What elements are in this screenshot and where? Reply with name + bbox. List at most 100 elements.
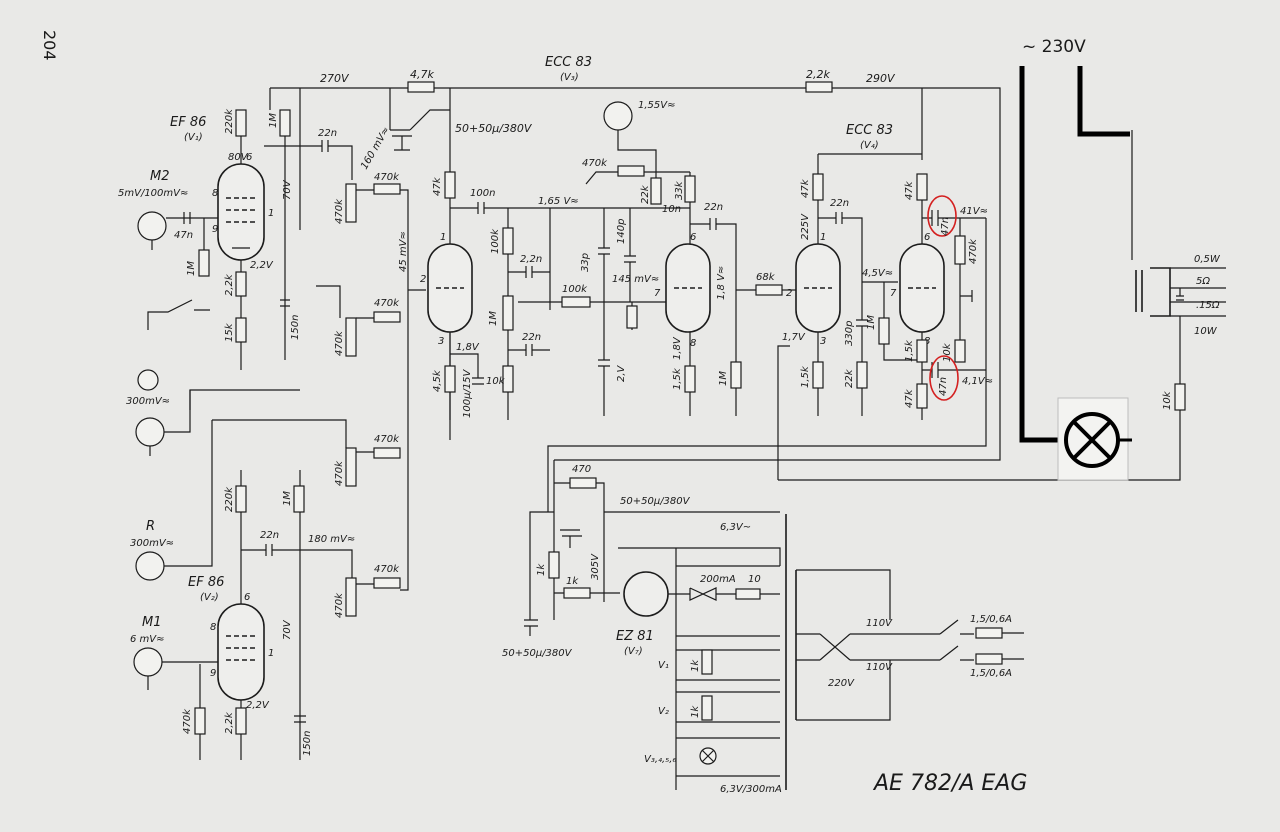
- label-45v: 4,5V≈: [862, 268, 893, 279]
- pin-8b: 8: [690, 338, 696, 349]
- label-6v3: 6,3V~: [720, 522, 751, 533]
- pin-6c: 6: [924, 232, 930, 243]
- resistor-1k5-b: [812, 361, 824, 389]
- pin-6b: 6: [690, 232, 696, 243]
- label-1m-a: 1M: [268, 113, 279, 128]
- label-305v: 305V: [590, 553, 601, 580]
- label-fuse-2: 1,5/0,6A: [970, 668, 1012, 679]
- label-22n-d: 22n: [704, 202, 723, 213]
- label-80v: 80V: [228, 152, 249, 163]
- pot-470k-c: [345, 447, 357, 487]
- label-470k-e: 470k: [968, 238, 979, 264]
- label-1m-b: 1M: [186, 261, 197, 276]
- pot-470k-d: [345, 577, 357, 617]
- label-150n-a: 150n: [290, 315, 301, 340]
- resistor-68k: [755, 284, 783, 296]
- label-47k-a: 47k: [432, 176, 443, 196]
- tube-v2: [217, 603, 265, 701]
- resistor-470k-e: [954, 235, 966, 265]
- label-70v-a: 70V: [282, 179, 293, 200]
- resistor-470: [569, 477, 597, 489]
- label-1k-b: 1k: [566, 576, 579, 587]
- heater-v2: V₂: [658, 706, 669, 717]
- label-145mv: 145 mV≈: [612, 274, 659, 285]
- pin-9a: 9: [212, 224, 218, 235]
- label-1k5-a: 1,5k: [672, 367, 683, 390]
- label-1v8-b: 1,8 V≈: [716, 266, 727, 300]
- label-100n: 100n: [470, 188, 495, 199]
- label-470k-f: 470k: [182, 708, 193, 734]
- label-pot-470k-c: 470k: [334, 460, 345, 486]
- label-pot-470k-a: 470k: [334, 198, 345, 224]
- tube-v7-type: EZ 81: [616, 629, 654, 644]
- label-2v: 2,V: [616, 364, 627, 382]
- label-470k-c: 470k: [374, 434, 400, 445]
- resistor-470k-a: [373, 183, 401, 195]
- resistor-22k-c: [856, 361, 868, 389]
- resistor-2k2-v2: [235, 707, 247, 735]
- label-2k2: 2,2k: [806, 68, 830, 81]
- pin-6d: 6: [244, 592, 250, 603]
- resistor-470k-c2: [617, 165, 645, 177]
- heater-rating: 6,3V/300mA: [720, 784, 782, 795]
- input-r-level: 300mV≈: [130, 538, 174, 549]
- label-cap-5050-top: 50+50µ/380V: [455, 122, 533, 135]
- label-1v7: 1,7V: [782, 332, 806, 343]
- label-47k-b: 47k: [800, 178, 811, 198]
- label-155v: 1,55V≈: [638, 100, 676, 111]
- tube-v3a: [427, 243, 473, 333]
- label-10n: 10n: [662, 204, 681, 215]
- label-pot-1k-b: 1k: [690, 705, 701, 718]
- pin-1b: 1: [440, 232, 446, 243]
- label-165v: 1,65 V≈: [538, 196, 579, 207]
- fuse-2: [975, 653, 1003, 665]
- label-33k: 33k: [674, 180, 685, 200]
- label-cap-5050-mid: 50+50µ/380V: [620, 496, 691, 507]
- resistor-1k-a: [548, 551, 560, 579]
- label-2k2-c: 2,2k: [224, 711, 235, 734]
- label-160mv: 160 mV≈: [359, 125, 392, 171]
- tube-v1: [217, 163, 265, 261]
- label-47k-c: 47k: [904, 180, 915, 200]
- resistor-470k-v2: [194, 707, 206, 735]
- input-r-name: R: [146, 519, 155, 534]
- label-180mv: 180 mV≈: [308, 534, 355, 545]
- tube-v7-designator: (V₇): [624, 646, 643, 657]
- label-41v-a: 41V≈: [960, 206, 988, 217]
- label-330p: 330p: [844, 321, 855, 346]
- tube-v2-type: EF 86: [188, 575, 224, 590]
- jack-r: [135, 551, 165, 581]
- label-1m-c: 1M: [718, 371, 729, 386]
- label-47n-a: 47n: [174, 230, 193, 241]
- label-22k-c: 22k: [844, 368, 855, 388]
- label-1v8-c: 1,8V: [672, 336, 683, 360]
- tube-v2-designator: (V₂): [200, 592, 219, 603]
- tube-ez81: [623, 571, 669, 617]
- gram-indicator: [137, 369, 159, 391]
- pot-1k-v2: [701, 695, 713, 721]
- label-4k5: 4,5k: [432, 369, 443, 392]
- pot-1k-v1: [701, 649, 713, 675]
- resistor-47k-d: [916, 383, 928, 409]
- label-470k-b: 470k: [374, 298, 400, 309]
- label-2k2-b: 2,2k: [224, 273, 235, 296]
- input-gram-level: 300mV≈: [126, 396, 170, 407]
- label-2v2-a: 2,2V: [250, 260, 274, 271]
- label-220v: 220V: [828, 678, 855, 689]
- resistor-33k: [684, 175, 696, 203]
- input-m2-level: 5mV/100mV≈: [118, 188, 188, 199]
- label-22k: 22k: [640, 184, 651, 204]
- pin-2: 2: [420, 274, 426, 285]
- label-1k-a: 1k: [536, 563, 547, 576]
- tube-v4a: [795, 243, 841, 333]
- pin-1a: 1: [268, 208, 274, 219]
- label-110v-a: 110V: [866, 618, 893, 629]
- spk-tap-1: 0,5W: [1194, 254, 1221, 265]
- label-41v-b: 4,1V≈: [962, 376, 993, 387]
- label-220k-a: 220k: [224, 108, 235, 134]
- resistor-1m-c: [730, 361, 742, 389]
- label-290v: 290V: [866, 72, 896, 85]
- tube-v4-designator: (V₄): [860, 140, 879, 151]
- label-1m-e: 1M: [282, 491, 293, 506]
- pin-1d: 1: [268, 648, 274, 659]
